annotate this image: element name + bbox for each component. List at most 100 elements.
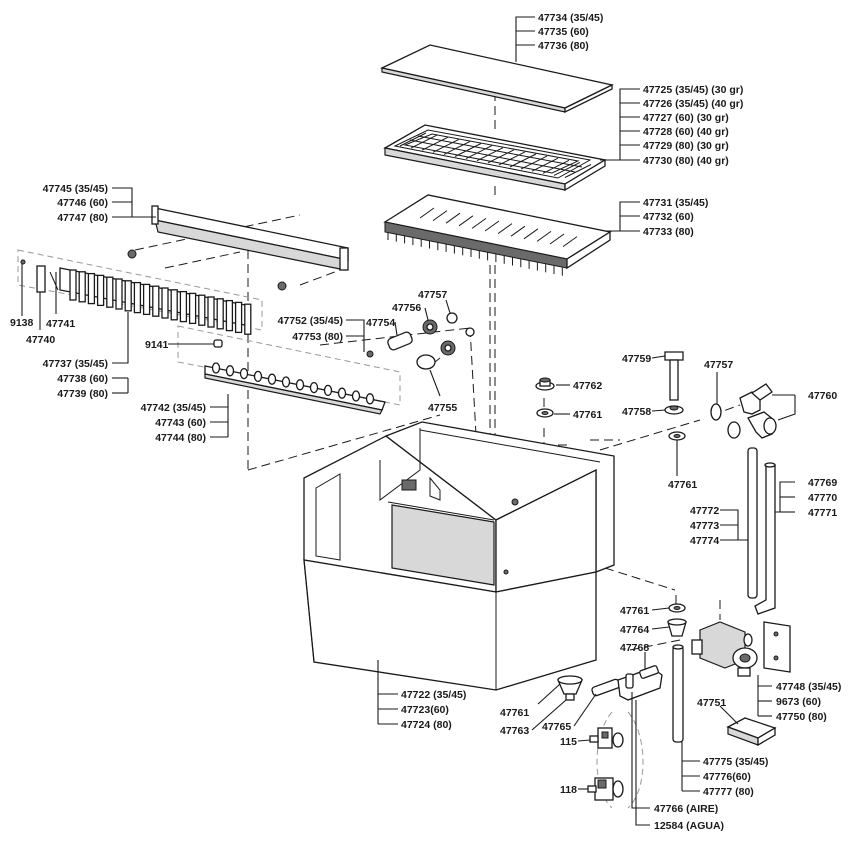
spray-nozzle	[253, 370, 263, 383]
cover-panel	[380, 44, 614, 114]
curtain-fin	[87, 272, 96, 305]
grid-slot	[536, 230, 552, 242]
label-tray-6: 47730 (80) (40 gr)	[643, 155, 729, 167]
tray-rib	[410, 134, 438, 149]
grid-slot	[484, 220, 500, 232]
label-spray-1: 47742 (35/45)	[141, 402, 206, 414]
label-47740: 47740	[26, 334, 55, 346]
label-pipe-l-3: 47774	[690, 535, 719, 547]
tank-body	[303, 421, 615, 691]
tray-rib	[465, 145, 493, 160]
label-pump-2: 9673 (60)	[776, 696, 821, 708]
label-grid-3: 47733 (80)	[643, 226, 694, 238]
grid-slot	[471, 217, 487, 229]
label-47754: 47754	[366, 317, 395, 329]
label-47758: 47758	[622, 406, 651, 418]
label-118: 118	[560, 784, 577, 796]
tray-rib	[564, 164, 592, 178]
spraybar-group-outline	[177, 325, 401, 406]
label-valve-water: 12584 (AGUA)	[654, 820, 724, 832]
ice-tray	[383, 124, 607, 192]
curtain-fin	[188, 292, 197, 325]
tray-rib	[454, 143, 482, 157]
spray-nozzle	[239, 367, 249, 380]
tray-rib	[487, 149, 515, 164]
label-tray-1: 47725 (35/45) (30 gr)	[643, 84, 743, 96]
spray-nozzle	[225, 365, 235, 377]
label-47763: 47763	[500, 725, 529, 737]
grid-slot	[549, 233, 565, 245]
spray-nozzle	[281, 376, 291, 388]
label-tray-4: 47728 (60) (40 gr)	[643, 126, 729, 138]
label-47764: 47764	[620, 624, 649, 636]
label-standpipe-2: 47776(60)	[703, 771, 751, 783]
label-47759: 47759	[622, 353, 651, 365]
top-rail	[127, 205, 349, 291]
label-tank-3: 47724 (80)	[401, 719, 452, 731]
tray-rib	[432, 138, 460, 153]
label-standpipe-1: 47775 (35/45)	[703, 756, 768, 768]
label-shaft-1: 47752 (35/45)	[278, 315, 343, 327]
curtain-fin	[161, 287, 169, 319]
label-tray-2: 47726 (35/45) (40 gr)	[643, 98, 743, 110]
label-curtain-3: 47739 (80)	[57, 388, 108, 400]
label-valve-air: 47766 (AIRE)	[654, 803, 718, 815]
part-labels: 47734 (35/45) 47735 (60) 47736 (80) 4772…	[10, 12, 841, 832]
curtain-fin	[106, 276, 114, 308]
curtain-fin	[115, 278, 123, 310]
curtain-fin	[225, 299, 234, 332]
valve-fittings	[557, 665, 663, 801]
label-spray-2: 47743 (60)	[155, 417, 206, 429]
curtain-fin	[234, 301, 243, 334]
label-shaft-2: 47753 (80)	[292, 331, 343, 343]
grid-slot	[445, 212, 461, 224]
fittings-right	[535, 351, 777, 441]
tray-rib	[399, 132, 427, 147]
spray-nozzle	[211, 362, 221, 374]
label-9141: 9141	[145, 339, 169, 351]
label-47751: 47751	[697, 697, 726, 709]
label-rail-1: 47745 (35/45)	[43, 183, 108, 195]
label-pipe-r-3: 47771	[808, 507, 837, 519]
pipes	[747, 447, 776, 615]
label-pump-1: 47748 (35/45)	[776, 681, 841, 693]
curtain-fin	[207, 296, 215, 328]
motor-shaft-assembly	[366, 312, 475, 370]
grid-slot	[419, 207, 435, 219]
tray-rib	[421, 136, 449, 151]
label-tank-2: 47723(60)	[401, 704, 449, 716]
tray-rib	[443, 140, 471, 155]
label-pipe-l-2: 47773	[690, 520, 719, 532]
tray-rib	[498, 151, 526, 166]
drain-parts	[667, 603, 687, 743]
curtain-fin	[216, 298, 224, 330]
spray-nozzle	[295, 379, 305, 391]
label-rail-3: 47747 (80)	[57, 212, 108, 224]
pump	[691, 621, 791, 747]
label-curtain-2: 47738 (60)	[57, 373, 108, 385]
curtain-fin	[78, 271, 86, 303]
curtain-fin	[198, 294, 206, 326]
label-tank-1: 47722 (35/45)	[401, 689, 466, 701]
grid-slot	[523, 228, 539, 240]
label-tray-3: 47727 (60) (30 gr)	[643, 112, 729, 124]
label-47762: 47762	[573, 380, 602, 392]
tray-rib	[531, 157, 559, 172]
water-curtain	[20, 259, 252, 335]
label-47768: 47768	[620, 642, 649, 654]
spray-nozzle	[351, 390, 361, 402]
label-47761-a: 47761	[573, 409, 602, 421]
curtain-fin	[124, 280, 132, 312]
label-47756: 47756	[392, 302, 421, 314]
label-tray-5: 47729 (80) (30 gr)	[643, 140, 729, 152]
label-cover-1: 47734 (35/45)	[538, 12, 603, 24]
label-pipe-l-1: 47772	[690, 505, 719, 517]
label-curtain-1: 47737 (35/45)	[43, 358, 108, 370]
curtain-fin	[244, 303, 252, 335]
label-47757-a: 47757	[418, 289, 447, 301]
label-grid-2: 47732 (60)	[643, 211, 694, 223]
label-47761-c: 47761	[620, 605, 649, 617]
label-cover-2: 47735 (60)	[538, 26, 589, 38]
